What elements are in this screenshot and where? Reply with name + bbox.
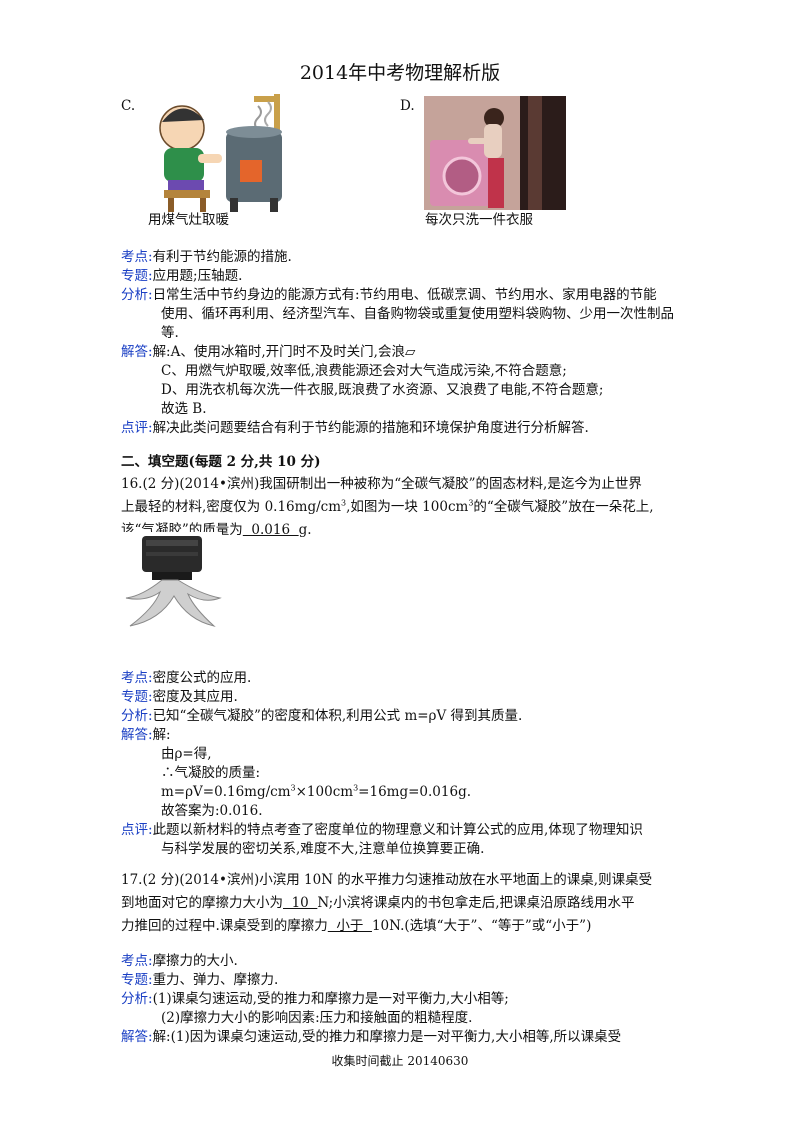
jieda-line-4b: ×100cm	[295, 784, 354, 800]
kaodian-text: 摩擦力的大小.	[152, 953, 238, 969]
option-d-image	[424, 96, 566, 210]
q17-answer-2: 小于	[327, 918, 372, 934]
fenxi-line-1: 日常生活中节约身边的能源方式有:节约用电、低碳烹调、节约用水、家用电器的节能	[152, 287, 657, 303]
fenxi-label: 分析:	[121, 287, 153, 303]
washing-machine-photo	[424, 96, 566, 210]
q16-fenxi-row: 分析:已知“全碳气凝胶”的密度和体积,利用公式 m=ρV 得到其质量.	[121, 706, 522, 726]
q16-kaodian-row: 考点:密度公式的应用.	[121, 668, 251, 688]
zhuanti-label: 专题:	[121, 972, 153, 988]
q15-jieda-row: 解答:解:A、使用冰箱时,开门时不及时关门,会浪▱	[121, 342, 415, 362]
fenxi-label: 分析:	[121, 991, 153, 1007]
q17-line-3: 力推回的过程中.课桌受到的摩擦力 小于 10N.(选填“大于”、“等于”或“小于…	[121, 916, 591, 936]
jieda-line-4: m=ρV=0.16mg/cm3×100cm3=16mg=0.016g.	[161, 782, 471, 802]
fenxi-line-2: 使用、循环再利用、经济型汽车、自备购物袋或重复使用塑料袋购物、少用一次性制品	[161, 306, 674, 322]
q17-kaodian-row: 考点:摩擦力的大小.	[121, 951, 238, 971]
q16-jieda-row: 解答:解:	[121, 725, 171, 745]
jieda-sup-2: 3	[353, 783, 359, 793]
q15-dianping-row: 点评:解决此类问题要结合有利于节约能源的措施和环境保护角度进行分析解答.	[121, 418, 589, 438]
fenxi-line-2: (2)摩擦力大小的影响因素:压力和接触面的粗糙程度.	[161, 1010, 473, 1026]
dianping-label: 点评:	[121, 822, 153, 838]
fenxi-line-1: (1)课桌匀速运动,受的推力和摩擦力是一对平衡力,大小相等;	[152, 991, 509, 1007]
dianping-line-2: 与科学发展的密切关系,难度不大,注意单位换算要正确.	[161, 841, 485, 857]
jieda-label: 解答:	[121, 344, 153, 360]
q17-line-3b: 10N.(选填“大于”、“等于”或“小于”)	[371, 918, 592, 934]
jieda-line-1: 解:	[152, 727, 171, 743]
q17-line-2: 到地面对它的摩擦力大小为 10 N;小滨将课桌内的书包拿走后,把课桌沿原路线用水…	[121, 893, 635, 913]
dianping-line-1: 此题以新材料的特点考查了密度单位的物理意义和计算公式的应用,体现了物理知识	[152, 822, 643, 838]
jieda-line-4: 故选 B.	[161, 401, 207, 417]
page-title: 2014年中考物理解析版	[299, 62, 501, 84]
zhuanti-text: 重力、弹力、摩擦力.	[152, 972, 279, 988]
option-c-image	[146, 94, 292, 214]
option-d-caption: 每次只洗一件衣服	[425, 212, 533, 228]
jieda-line-3: D、用洗衣机每次洗一件衣服,既浪费了水资源、又浪费了电能,不符合题意;	[161, 382, 604, 398]
aerogel-on-flower-photo	[122, 532, 222, 638]
zhuanti-label: 专题:	[121, 689, 153, 705]
q16-zhuanti-row: 专题:密度及其应用.	[121, 687, 238, 707]
q17-line-1: 17.(2 分)(2014•滨州)小滨用 10N 的水平推力匀速推动放在水平地面…	[121, 872, 653, 888]
q16-line-2c: 的“全碳气凝胶”放在一朵花上,	[473, 499, 654, 515]
jieda-sup-1: 3	[290, 783, 296, 793]
zhuanti-text: 密度及其应用.	[152, 689, 238, 705]
kaodian-text: 有利于节约能源的措施.	[152, 249, 292, 265]
jieda-label: 解答:	[121, 1029, 153, 1045]
q15-kaodian-row: 考点:有利于节约能源的措施.	[121, 247, 292, 267]
jieda-label: 解答:	[121, 727, 153, 743]
kaodian-label: 考点:	[121, 670, 153, 686]
q17-line-2a: 到地面对它的摩擦力大小为	[121, 895, 283, 911]
q17-line-3a: 力推回的过程中.课桌受到的摩擦力	[121, 918, 328, 934]
child-heater-illustration	[146, 94, 292, 214]
jieda-line-4c: =16mg=0.016g.	[358, 784, 471, 800]
kaodian-label: 考点:	[121, 249, 153, 265]
option-c-letter: C.	[121, 98, 136, 114]
q17-answer-1: 10	[283, 895, 318, 911]
page-footer: 收集时间截止 20140630	[331, 1054, 469, 1068]
zhuanti-text: 应用题;压轴题.	[152, 268, 243, 284]
q16-sup-2: 3	[468, 498, 474, 508]
fenxi-label: 分析:	[121, 708, 153, 724]
jieda-line-3: ∴气凝胶的质量:	[161, 765, 261, 781]
kaodian-label: 考点:	[121, 953, 153, 969]
q17-zhuanti-row: 专题:重力、弹力、摩擦力.	[121, 970, 278, 990]
jieda-line-4a: m=ρV=0.16mg/cm	[161, 784, 291, 800]
q16-dianping-row: 点评:此题以新材料的特点考查了密度单位的物理意义和计算公式的应用,体现了物理知识	[121, 820, 643, 840]
zhuanti-label: 专题:	[121, 268, 153, 284]
q16-line-1: 16.(2 分)(2014•滨州)我国研制出一种被称为“全碳气凝胶”的固态材料,…	[121, 476, 642, 492]
q17-jieda-row: 解答:解:(1)因为课桌匀速运动,受的推力和摩擦力是一对平衡力,大小相等,所以课…	[121, 1027, 621, 1047]
dianping-label: 点评:	[121, 420, 153, 436]
jieda-line-5: 故答案为:0.016.	[161, 803, 263, 819]
q16-line-2: 上最轻的材料,密度仅为 0.16mg/cm3,如图为一块 100cm3的“全碳气…	[121, 497, 654, 517]
q16-line-2b: ,如图为一块 100cm	[346, 499, 469, 515]
aerogel-image	[122, 532, 222, 638]
jieda-line-1: 解:A、使用冰箱时,开门时不及时关门,会浪▱	[152, 344, 416, 360]
option-d-letter: D.	[400, 98, 415, 114]
section-heading: 二、填空题(每题 2 分,共 10 分)	[121, 454, 321, 470]
q15-zhuanti-row: 专题:应用题;压轴题.	[121, 266, 242, 286]
q16-answer: 0.016	[242, 522, 299, 538]
q17-fenxi-row: 分析:(1)课桌匀速运动,受的推力和摩擦力是一对平衡力,大小相等;	[121, 989, 509, 1009]
q16-line-3b: g.	[298, 522, 312, 538]
kaodian-text: 密度公式的应用.	[152, 670, 252, 686]
q17-line-2b: N;小滨将课桌内的书包拿走后,把课桌沿原路线用水平	[317, 895, 635, 911]
q15-fenxi-row: 分析:日常生活中节约身边的能源方式有:节约用电、低碳烹调、节约用水、家用电器的节…	[121, 285, 657, 305]
jieda-line-2: 由ρ=得,	[161, 746, 212, 762]
fenxi-text: 已知“全碳气凝胶”的密度和体积,利用公式 m=ρV 得到其质量.	[152, 708, 523, 724]
dianping-text: 解决此类问题要结合有利于节约能源的措施和环境保护角度进行分析解答.	[152, 420, 589, 436]
jieda-line-1: 解:(1)因为课桌匀速运动,受的推力和摩擦力是一对平衡力,大小相等,所以课桌受	[152, 1029, 622, 1045]
option-c-caption: 用煤气灶取暖	[148, 212, 229, 228]
q16-sup-1: 3	[341, 498, 347, 508]
jieda-line-2: C、用燃气炉取暖,效率低,浪费能源还会对大气造成污染,不符合题意;	[161, 363, 567, 379]
fenxi-line-3: 等.	[161, 325, 179, 341]
q16-line-2a: 上最轻的材料,密度仅为 0.16mg/cm	[121, 499, 341, 515]
